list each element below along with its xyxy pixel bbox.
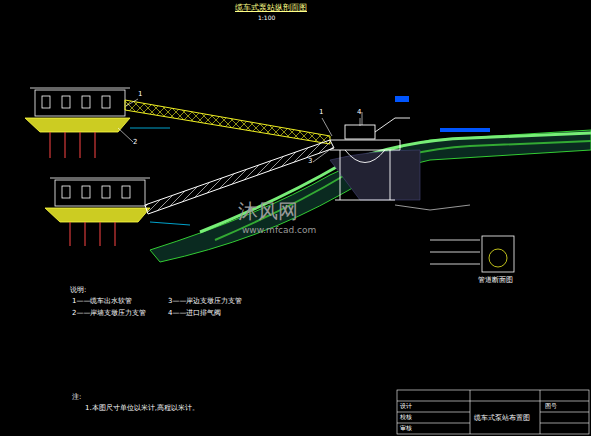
- watermark-url: www.mfcad.com: [242, 226, 316, 236]
- note-heading: 注:: [72, 394, 81, 402]
- scale-note: 1:100: [258, 15, 275, 22]
- callout-number: 1: [138, 91, 142, 99]
- callout-number: 1: [319, 109, 323, 117]
- legend-item: 4——进口排气阀: [168, 310, 221, 318]
- legend-item: 1——缆车出水软管: [72, 298, 132, 306]
- callout-number: 3: [308, 158, 312, 166]
- note-text: 1.本图尺寸单位以米计,高程以米计。: [85, 405, 199, 413]
- title-block-name: 缆车式泵站布置图: [474, 415, 530, 423]
- title-block-cell: 校核: [400, 414, 412, 421]
- section-title: 管道断面图: [478, 277, 513, 285]
- drawing-title: 缆车式泵站纵剖面图: [235, 4, 307, 13]
- callout-number: 4: [357, 109, 361, 117]
- title-block-cell: 审核: [400, 425, 412, 432]
- title-block-cell: 图号: [545, 403, 557, 410]
- callout-number: 2: [133, 139, 137, 147]
- title-block-cell: 设计: [400, 403, 412, 410]
- legend-item: 2——岸墙支墩压力支管: [72, 310, 146, 318]
- legend-item: 3——岸边支墩压力支管: [168, 298, 242, 306]
- legend-heading: 说明:: [70, 287, 86, 295]
- watermark: 沐风网: [238, 200, 298, 222]
